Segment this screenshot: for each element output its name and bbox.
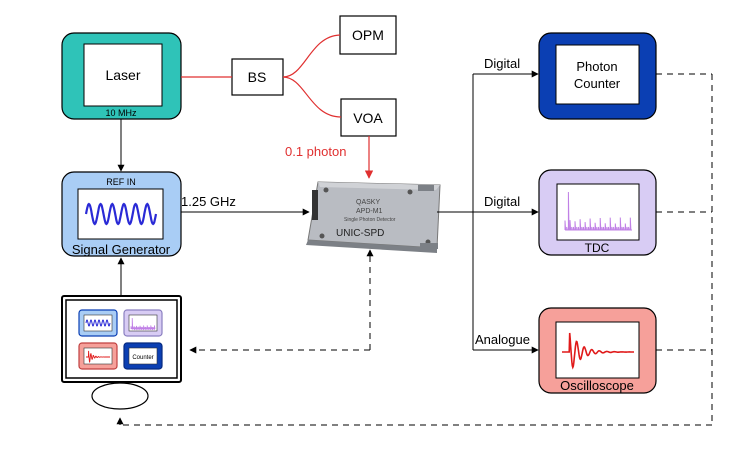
device-connector-icon	[312, 190, 318, 220]
unic-spd-device: QASKY APD-M1 Single Photon Detector UNIC…	[306, 181, 441, 253]
computer-monitor-icon: Counter	[61, 295, 182, 410]
voa-label: VOA	[353, 110, 383, 126]
digital-output-label-top: Digital	[484, 56, 520, 71]
sine-wave-icon	[84, 202, 158, 226]
signal-generator-label: Signal Generator	[72, 242, 171, 257]
tdc-label: TDC	[585, 241, 610, 255]
tdc-block: TDC	[538, 169, 657, 256]
photon-counter-label-line2: Counter	[574, 76, 621, 91]
device-description-label: Single Photon Detector	[344, 217, 396, 223]
histogram-trace-icon	[564, 191, 632, 231]
voa-block: VOA	[340, 98, 397, 137]
opm-block: OPM	[339, 15, 397, 55]
beam-splitter-block: BS	[231, 58, 284, 96]
gate-frequency-label: 1.25 GHz	[181, 194, 236, 209]
mini-histogram-icon	[130, 317, 156, 331]
analogue-output-label: Analogue	[475, 332, 530, 347]
photon-counter-label-line1: Photon	[576, 59, 617, 74]
oscilloscope-block: Oscilloscope	[538, 307, 657, 394]
output-lines	[437, 70, 539, 354]
photon-level-label: 0.1 photon	[285, 144, 346, 159]
bs-label: BS	[248, 69, 267, 85]
opm-label: OPM	[352, 27, 384, 43]
mini-counter-label: Counter	[132, 355, 153, 361]
device-name-label: UNIC-SPD	[336, 228, 384, 239]
device-brand-label: QASKY	[356, 199, 380, 206]
photon-counter-block: Photon Counter	[538, 32, 657, 120]
signal-generator-block: REF IN Signal Generator	[61, 171, 182, 257]
pulse-trace-icon	[562, 332, 634, 370]
optical-fiber-paths	[181, 34, 374, 179]
mini-sine-wave-icon	[85, 319, 111, 327]
laser-block: Laser 10 MHz	[61, 32, 182, 120]
laser-label: Laser	[105, 67, 140, 83]
ref-in-label: REF IN	[106, 177, 136, 187]
data-acquisition-lines	[116, 73, 713, 426]
mini-pulse-icon	[86, 350, 110, 363]
oscilloscope-label: Oscilloscope	[560, 378, 634, 393]
device-model-label: APD-M1	[356, 208, 383, 215]
laser-frequency-label: 10 MHz	[105, 108, 137, 118]
digital-output-label-middle: Digital	[484, 194, 520, 209]
